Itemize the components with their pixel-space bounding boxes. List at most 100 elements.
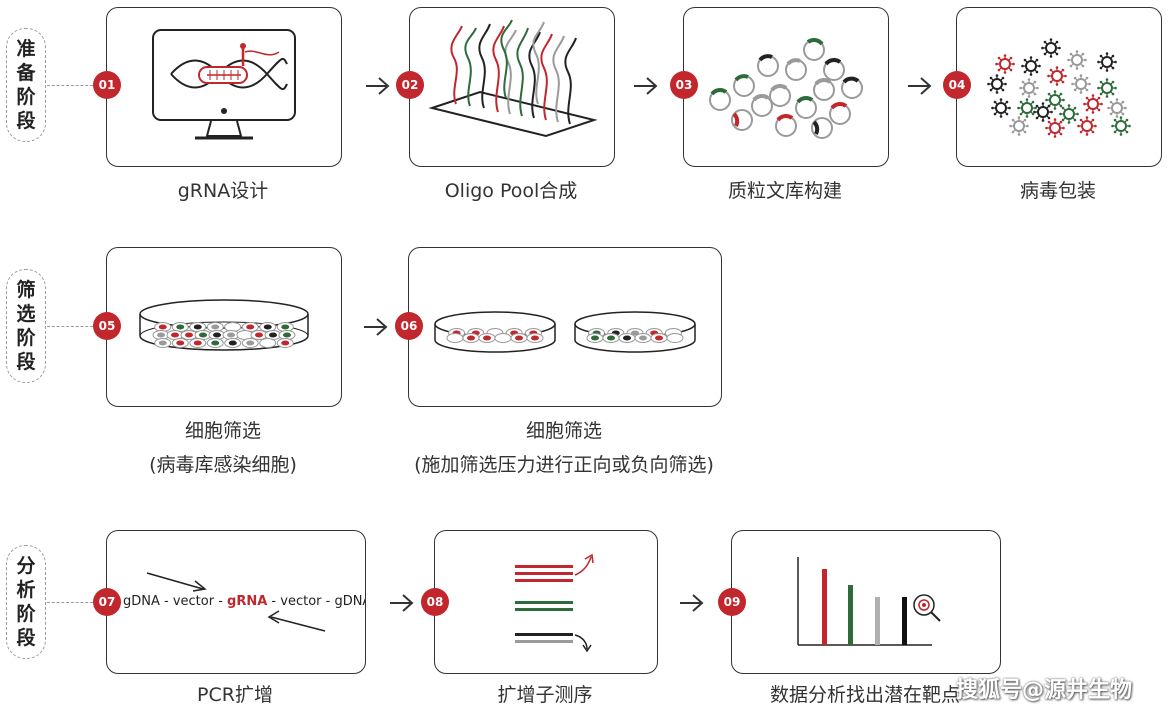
step-sublabel-06: (施加筛选压力进行正向或负向筛选): [414, 454, 714, 476]
oligo-pool-illustration: [428, 19, 598, 138]
cell-icon: [586, 333, 604, 343]
cell-icon: [224, 338, 242, 348]
step-badge-09: 09: [718, 588, 746, 616]
cell-icon: [154, 338, 172, 348]
virus-icon: [1041, 38, 1061, 58]
arrow-right-icon: [364, 318, 388, 336]
cell-dish-illustration: [139, 299, 309, 351]
arrow-right-icon: [390, 594, 414, 612]
step-box-07: gDNA - vector - gRNA - vector - gDNA: [106, 530, 366, 674]
step-badge-08: 08: [421, 588, 449, 616]
cell-icon: [510, 333, 528, 343]
cell-icon: [206, 338, 224, 348]
cell-icon: [224, 322, 242, 332]
virus-icon: [1111, 116, 1131, 136]
arrow-right-icon: [366, 77, 390, 95]
cell-icon: [276, 322, 294, 332]
virus-packaging-illustration: [987, 38, 1131, 138]
data-analysis-illustration: [797, 557, 941, 646]
step-badge-06: 06: [395, 312, 423, 340]
step-label-06: 细胞筛选: [525, 420, 602, 442]
virus-icon: [1107, 98, 1127, 118]
watermark: 搜狐号@源井生物: [956, 678, 1133, 703]
step-badge-05: 05: [93, 312, 121, 340]
cell-icon: [650, 333, 668, 343]
pcr-primers-illustration: [146, 572, 326, 632]
bar-gray: [875, 597, 880, 645]
cell-icon: [446, 333, 464, 343]
cell-icon: [154, 322, 172, 332]
step-label-05: 细胞筛选: [184, 420, 261, 442]
cell-icon: [278, 330, 296, 340]
stage-label-prep: 准备阶段: [6, 28, 46, 142]
stage-label-screen: 筛选阶段: [6, 269, 46, 383]
step-label-08: 扩增子测序: [497, 684, 593, 706]
step-box-05: [106, 247, 342, 407]
step-label-01: gRNA设计: [177, 180, 269, 202]
arrow-right-icon: [908, 77, 932, 95]
virus-icon: [1045, 90, 1065, 110]
virus-icon: [1083, 94, 1103, 114]
virus-icon: [1077, 116, 1097, 136]
amplicon-sequencing-illustration: [515, 553, 594, 653]
virus-icon: [1071, 74, 1091, 94]
virus-icon: [1047, 66, 1067, 86]
selection-dishes-illustration: [434, 311, 696, 353]
step-box-03: [683, 7, 889, 167]
cell-icon: [241, 338, 259, 348]
virus-icon: [1097, 52, 1117, 72]
step-sublabel-05: (病毒库感染细胞): [149, 454, 297, 476]
cell-icon: [250, 330, 268, 340]
step-label-07: PCR扩增: [197, 684, 273, 706]
cell-icon: [618, 333, 636, 343]
step-box-02: [409, 7, 615, 167]
magnifier-target-icon: [913, 594, 941, 622]
step-badge-04: 04: [943, 71, 971, 99]
virus-icon: [1019, 78, 1039, 98]
bar-green: [848, 585, 853, 645]
cell-icon: [152, 330, 170, 340]
step-box-08: [434, 530, 658, 674]
step-box-09: [731, 530, 1001, 674]
stage-label-analysis: 分析阶段: [6, 545, 46, 659]
step-box-01: [106, 7, 342, 167]
cell-icon: [222, 330, 240, 340]
connector-prep: [47, 85, 93, 86]
arrow-right-icon: [634, 77, 658, 95]
cell-icon: [259, 322, 277, 332]
step-badge-01: 01: [93, 71, 121, 99]
cell-icon: [276, 338, 294, 348]
cell-icon: [666, 333, 684, 343]
cell-icon: [634, 333, 652, 343]
plasmid-library-illustration: [709, 38, 863, 139]
step-label-02: Oligo Pool合成: [444, 180, 578, 202]
virus-icon: [991, 98, 1011, 118]
virus-icon: [1045, 118, 1065, 138]
cell-icon: [602, 333, 620, 343]
cell-icon: [171, 338, 189, 348]
bar-red: [822, 569, 827, 645]
virus-icon: [1097, 78, 1117, 98]
virus-icon: [1009, 116, 1029, 136]
cell-icon: [494, 333, 512, 343]
cell-icon: [462, 333, 480, 343]
step-box-06: [408, 247, 722, 407]
virus-icon: [1017, 98, 1037, 118]
virus-icon: [987, 74, 1007, 94]
cell-icon: [259, 338, 277, 348]
virus-icon: [1067, 50, 1087, 70]
virus-icon: [1033, 102, 1053, 122]
pcr-construct-text: gDNA - vector - gRNA - vector - gDNA: [123, 594, 366, 609]
step-label-04: 病毒包装: [1019, 180, 1096, 202]
cell-icon: [478, 333, 496, 343]
virus-icon: [1059, 104, 1079, 124]
virus-icon: [1021, 56, 1041, 76]
step-label-09: 数据分析找出潜在靶点: [769, 684, 960, 706]
step-badge-07: 07: [93, 588, 121, 616]
step-label-03: 质粒文库构建: [727, 180, 842, 202]
monitor-dna-illustration: [152, 29, 296, 140]
step-badge-03: 03: [670, 71, 698, 99]
cell-icon: [526, 333, 544, 343]
connector-screen: [47, 326, 93, 327]
step-box-04: [956, 7, 1162, 167]
